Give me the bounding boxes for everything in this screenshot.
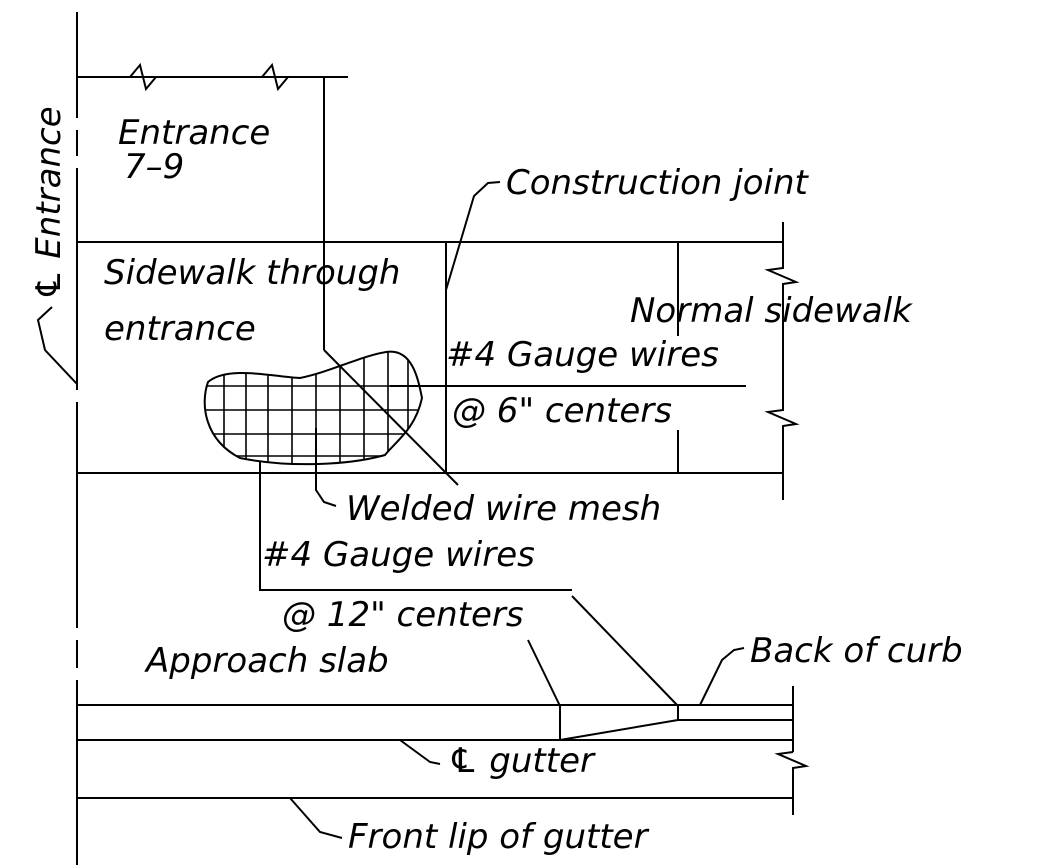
gauge-wires-leaders [259, 385, 746, 707]
centerline-entrance-label: ℄ Entrance [29, 106, 69, 300]
gutter-label: ℄ gutter [448, 741, 596, 781]
welded-wire-mesh-label: Welded wire mesh [346, 489, 661, 529]
gauge-wires-12-label: #4 Gauge wires [262, 535, 535, 575]
gauge-wires-6-label: #4 Gauge wires [446, 335, 719, 375]
wire-mesh-grid [204, 351, 422, 465]
gutter-leader [399, 739, 441, 765]
centers-12-label: @ 12" centers [282, 595, 524, 635]
entrance-word-label: entrance [104, 309, 256, 349]
sidewalk-through-label: Sidewalk through [104, 253, 400, 293]
back-of-curb-leader [699, 647, 745, 706]
sidewalk-outline [77, 222, 800, 500]
entrance-label: Entrance [118, 113, 270, 153]
mesh-section-cut-line [323, 349, 459, 486]
centerline-leader [36, 306, 78, 385]
entrance-range-label: 7–9 [124, 147, 184, 187]
construction-joint-label: Construction joint [506, 163, 810, 203]
construction-joint-leader [445, 181, 501, 291]
entrance-dimension-line [77, 62, 348, 350]
normal-sidewalk-label: Normal sidewalk [630, 291, 913, 331]
curb-and-gutter-lines [77, 686, 810, 815]
front-lip-leader [289, 797, 343, 839]
approach-slab-label: Approach slab [144, 641, 389, 681]
wire-mesh-cutaway [203, 350, 424, 466]
front-lip-label: Front lip of gutter [348, 817, 650, 857]
back-of-curb-label: Back of curb [750, 631, 963, 671]
centers-6-label: @ 6" centers [452, 391, 672, 431]
